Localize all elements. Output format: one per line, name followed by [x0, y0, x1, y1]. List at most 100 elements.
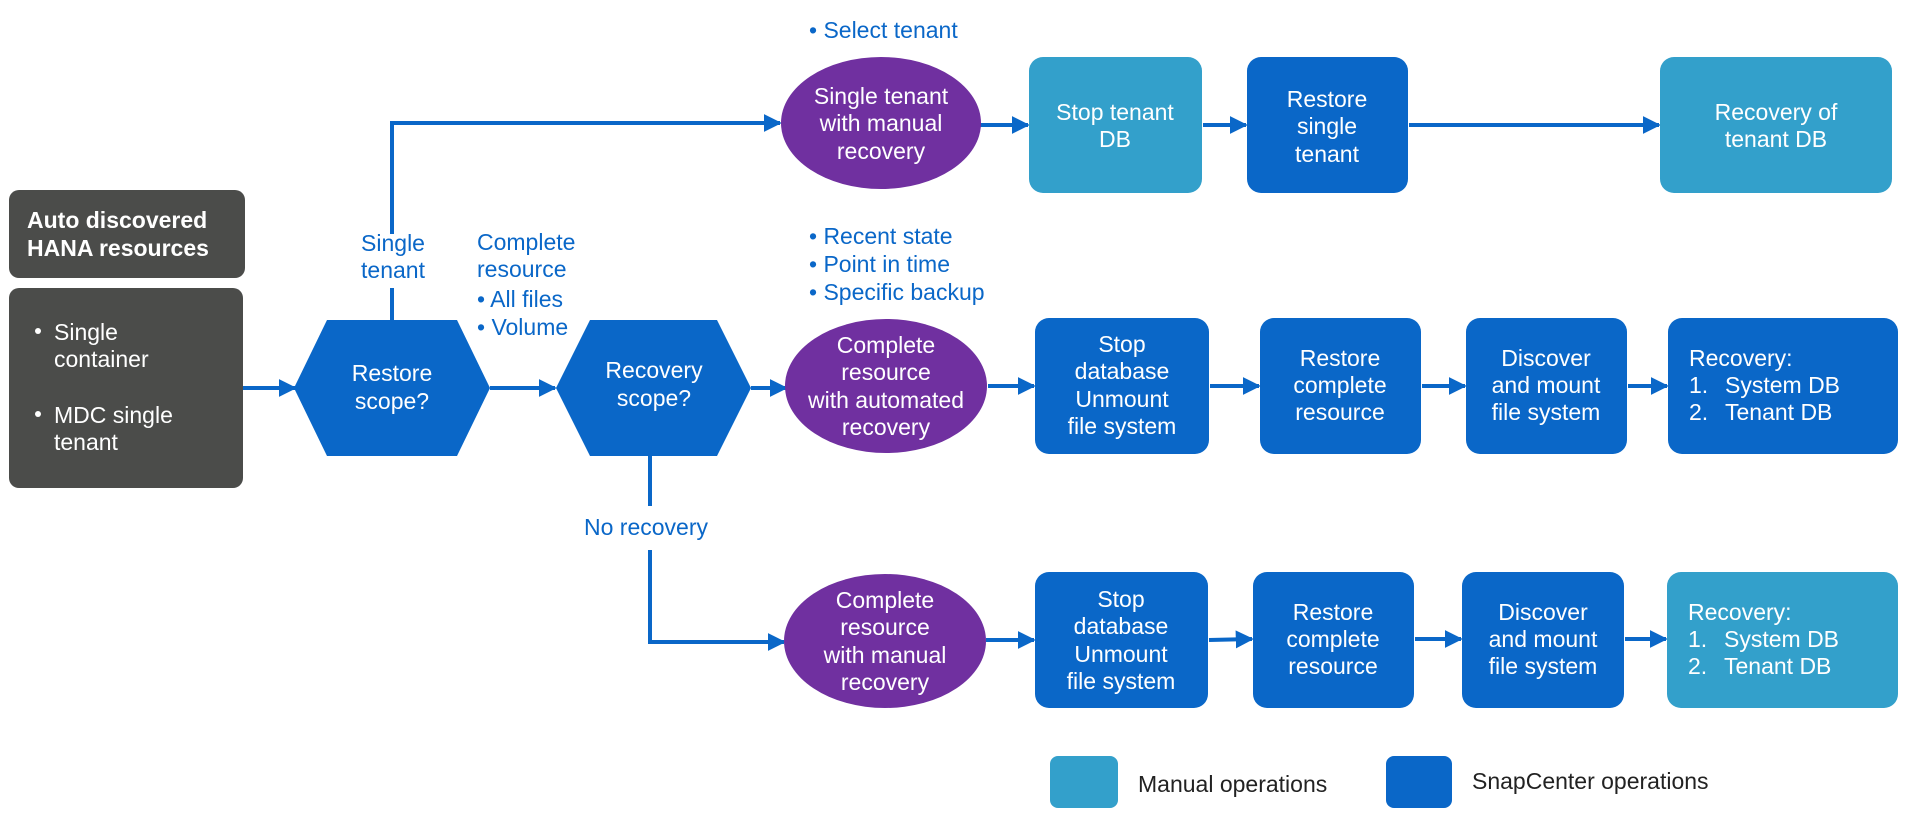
- recovery-scope-line-1: Recovery: [605, 357, 703, 383]
- single-tenant-line-2: tenant: [361, 257, 426, 283]
- legend: Manual operations SnapCenter operations: [1050, 756, 1709, 808]
- stop-db-2-line-3: Unmount: [1074, 641, 1168, 667]
- label-no-recovery: No recovery: [584, 514, 708, 540]
- auto-title-line-2: HANA resources: [27, 235, 209, 261]
- node-complete-resource-manual-recovery: Complete resource with manual recovery: [784, 574, 986, 708]
- node-restore-complete-resource-2: Restore complete resource: [1253, 572, 1414, 708]
- stop-db-1-line-1: Stop: [1098, 331, 1145, 357]
- restore-complete-2-line-1: Restore: [1293, 599, 1374, 625]
- recovery-scope-line-2: scope?: [617, 385, 691, 411]
- complete-resource-volume: • Volume: [477, 314, 568, 340]
- discover-mount-2-line-2: and mount: [1489, 626, 1598, 652]
- stop-tenant-line-1: Stop tenant: [1056, 99, 1174, 125]
- node-discover-mount-1: Discover and mount file system: [1466, 318, 1627, 454]
- discover-mount-1-line-3: file system: [1492, 399, 1601, 425]
- restore-single-line-2: single: [1297, 113, 1357, 139]
- recovery-1-title: Recovery:: [1689, 345, 1793, 371]
- recovery-2-title: Recovery:: [1688, 599, 1792, 625]
- complete-resource-line-1: Complete: [477, 229, 575, 255]
- legend-manual-label: Manual operations: [1138, 771, 1327, 797]
- stop-db-2-line-1: Stop: [1097, 586, 1144, 612]
- legend-snapcenter-label: SnapCenter operations: [1472, 768, 1709, 794]
- restore-complete-2-line-2: complete: [1286, 626, 1379, 652]
- restore-complete-1-line-1: Restore: [1300, 345, 1381, 371]
- restore-complete-2-line-3: resource: [1288, 653, 1377, 679]
- node-recovery-system-tenant-1: Recovery: 1. System DB 2. Tenant DB: [1668, 318, 1898, 454]
- complete-resource-all-files: • All files: [477, 286, 563, 312]
- single-manual-line-2: with manual: [819, 110, 943, 136]
- legend-swatch-manual: [1050, 756, 1118, 808]
- node-stop-database-unmount-2: Stop database Unmount file system: [1035, 572, 1208, 708]
- node-single-tenant-manual-recovery: Single tenant with manual recovery: [781, 57, 981, 189]
- complete-auto-line-1: Complete: [837, 332, 935, 358]
- restore-scope-line-1: Restore: [352, 360, 433, 386]
- auto-list-item-2-line-1: MDC single: [54, 402, 173, 428]
- node-auto-discovered-title: Auto discovered HANA resources: [9, 190, 245, 278]
- recovery-option-point-in-time: • Point in time: [809, 251, 950, 277]
- recovery-1-num-2: 2.: [1689, 399, 1708, 425]
- restore-single-line-1: Restore: [1287, 86, 1368, 112]
- label-select-tenant: • Select tenant: [809, 17, 958, 43]
- edge-stop-db-2-to-restore-complete-2: [1208, 630, 1254, 649]
- node-restore-single-tenant: Restore single tenant: [1247, 57, 1408, 193]
- recovery-1-item-2: Tenant DB: [1725, 399, 1832, 425]
- complete-manual-line-2: resource: [840, 614, 929, 640]
- complete-auto-line-3: with automated: [807, 387, 964, 413]
- restore-complete-1-line-3: resource: [1295, 399, 1384, 425]
- complete-auto-line-2: resource: [841, 359, 930, 385]
- complete-resource-line-2: resource: [477, 256, 566, 282]
- node-recovery-system-tenant-2: Recovery: 1. System DB 2. Tenant DB: [1667, 572, 1898, 708]
- recovery-tenant-line-1: Recovery of: [1715, 99, 1838, 125]
- edge-single-tenant-to-single-manual: [390, 114, 782, 234]
- restore-scope-line-2: scope?: [355, 388, 429, 414]
- restore-complete-1-line-2: complete: [1293, 372, 1386, 398]
- single-tenant-line-1: Single: [361, 230, 425, 256]
- recovery-2-item-1: System DB: [1724, 626, 1839, 652]
- stop-db-1-line-3: Unmount: [1075, 386, 1169, 412]
- stop-db-2-line-2: database: [1074, 613, 1169, 639]
- recovery-option-specific-backup: • Specific backup: [809, 279, 985, 305]
- complete-manual-line-1: Complete: [836, 587, 934, 613]
- discover-mount-2-line-3: file system: [1489, 653, 1598, 679]
- recovery-2-num-2: 2.: [1688, 653, 1707, 679]
- decision-restore-scope: Restore scope?: [294, 320, 490, 456]
- edge-no-recovery-to-complete-manual: [648, 550, 786, 651]
- recovery-tenant-line-2: tenant DB: [1725, 126, 1827, 152]
- auto-list-item-1-line-2: container: [54, 346, 149, 372]
- label-single-tenant: Single tenant: [361, 230, 426, 283]
- discover-mount-2-line-1: Discover: [1498, 599, 1588, 625]
- complete-auto-line-4: recovery: [842, 414, 931, 440]
- label-complete-resource: Complete resource • All files • Volume: [477, 229, 575, 340]
- bullet-icon: [35, 411, 41, 417]
- node-discover-mount-2: Discover and mount file system: [1462, 572, 1624, 708]
- decision-recovery-scope: Recovery scope?: [556, 320, 751, 456]
- stop-db-1-line-4: file system: [1068, 413, 1177, 439]
- recovery-2-item-2: Tenant DB: [1724, 653, 1831, 679]
- complete-manual-line-4: recovery: [841, 669, 930, 695]
- single-manual-line-1: Single tenant: [814, 83, 949, 109]
- recovery-2-num-1: 1.: [1688, 626, 1707, 652]
- recovery-1-item-1: System DB: [1725, 372, 1840, 398]
- auto-list-item-2-line-2: tenant: [54, 429, 119, 455]
- node-auto-discovered-list: Single container MDC single tenant: [9, 288, 243, 488]
- single-manual-line-3: recovery: [837, 138, 926, 164]
- node-stop-tenant-db: Stop tenant DB: [1029, 57, 1202, 193]
- edges: [243, 114, 1669, 651]
- node-recovery-of-tenant-db: Recovery of tenant DB: [1660, 57, 1892, 193]
- stop-tenant-line-2: DB: [1099, 126, 1131, 152]
- legend-swatch-snapcenter: [1386, 756, 1452, 808]
- auto-list-item-1-line-1: Single: [54, 319, 118, 345]
- recovery-1-num-1: 1.: [1689, 372, 1708, 398]
- node-complete-resource-automated-recovery: Complete resource with automated recover…: [785, 319, 987, 453]
- recovery-option-recent-state: • Recent state: [809, 223, 953, 249]
- restore-single-line-3: tenant: [1295, 141, 1360, 167]
- discover-mount-1-line-2: and mount: [1492, 372, 1601, 398]
- node-stop-database-unmount-1: Stop database Unmount file system: [1035, 318, 1209, 454]
- node-restore-complete-resource-1: Restore complete resource: [1260, 318, 1421, 454]
- stop-db-1-line-2: database: [1075, 358, 1170, 384]
- label-recovery-options: • Recent state • Point in time • Specifi…: [809, 223, 985, 305]
- complete-manual-line-3: with manual: [823, 642, 947, 668]
- stop-db-2-line-4: file system: [1067, 668, 1176, 694]
- bullet-icon: [35, 328, 41, 334]
